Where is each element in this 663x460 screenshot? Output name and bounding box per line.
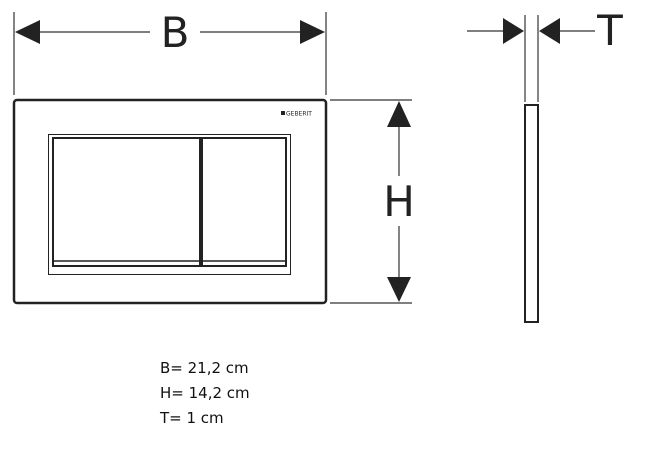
- spec-height: H= 14,2 cm: [160, 384, 250, 402]
- front-view: [12, 98, 328, 305]
- arrow-right-icon: [503, 18, 524, 44]
- small-flush-button: [201, 137, 287, 267]
- arrow-down-icon: [387, 277, 411, 302]
- large-flush-button: [52, 137, 201, 267]
- spec-width: B= 21,2 cm: [160, 359, 249, 377]
- height-dimension: [330, 99, 412, 304]
- arrow-up-icon: [387, 101, 411, 127]
- button-frame: [48, 134, 291, 275]
- brand-logo: GEBERIT: [286, 111, 312, 118]
- logo-mark-icon: [281, 111, 285, 115]
- arrow-left-icon: [15, 20, 40, 44]
- width-dimension: [13, 12, 327, 95]
- width-label: B: [161, 8, 190, 57]
- arrow-right-icon: [300, 20, 325, 44]
- arrow-left-icon: [539, 18, 560, 44]
- height-label: H: [383, 177, 415, 226]
- cover-plate: [12, 98, 328, 305]
- thickness-label: T: [596, 6, 623, 55]
- side-view-plate: [524, 104, 539, 323]
- spec-thickness: T= 1 cm: [160, 409, 224, 427]
- thickness-dimension: [467, 15, 595, 102]
